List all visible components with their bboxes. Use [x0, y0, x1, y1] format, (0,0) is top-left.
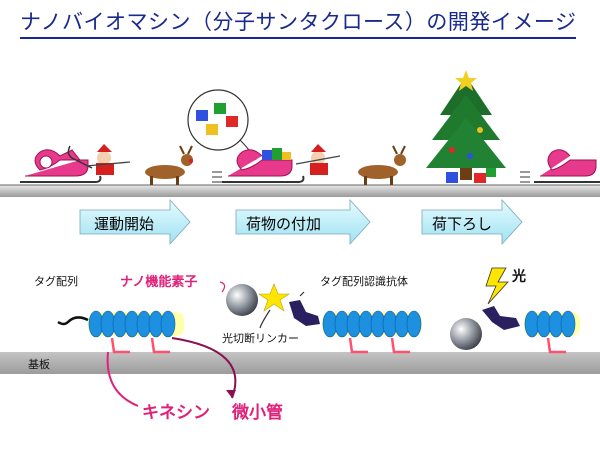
- label-antibody: タグ配列認識抗体: [320, 275, 408, 288]
- stage-arrow-1: [79, 198, 191, 246]
- stage-arrow-3: [421, 198, 523, 246]
- stage-label-load: 荷物の付加: [246, 215, 322, 233]
- christmas-tree-icon: [426, 70, 506, 183]
- antibody-2: [482, 306, 520, 330]
- label-linker: 光切断リンカー: [222, 332, 299, 345]
- kinesin-3: [546, 337, 566, 354]
- reindeer-icon-2: [358, 145, 406, 185]
- stage-label-unload: 荷下ろし: [432, 215, 493, 233]
- stage-arrow-2: [235, 198, 371, 246]
- kinesin-2: [348, 337, 410, 354]
- label-kinesin: キネシン: [142, 403, 210, 423]
- santa-icon: [67, 144, 131, 175]
- label-pointers: [106, 281, 305, 407]
- label-microtubule: 微小管: [232, 403, 283, 423]
- empty-sleigh-icon: [520, 149, 600, 183]
- label-substrate: 基板: [28, 358, 50, 371]
- released-ball: [450, 318, 482, 350]
- lightning-icon: [485, 267, 509, 305]
- label-nano-element: ナノ機能素子: [120, 275, 198, 290]
- snow-ground: [0, 184, 600, 197]
- substrate: [0, 352, 600, 374]
- kinesin-1: [110, 337, 170, 354]
- sleigh-icon: [20, 149, 102, 183]
- gift-bubble: [187, 89, 257, 161]
- label-tag-sequence: タグ配列: [34, 275, 78, 288]
- label-light: 光: [512, 269, 526, 285]
- microtubule-2: [322, 310, 422, 338]
- antibody: [289, 300, 320, 326]
- page-title: ナノバイオマシン（分子サンタクロース）の開発イメージ: [20, 6, 577, 39]
- photo-linker-star-icon: [258, 283, 290, 312]
- microtubule-1: [57, 310, 184, 338]
- microtubule-3: [524, 310, 580, 338]
- loaded-sleigh-icon: [212, 148, 305, 183]
- stage-label-start: 運動開始: [94, 215, 155, 233]
- reindeer-icon: [145, 145, 193, 185]
- santa-icon-2: [295, 144, 341, 175]
- nano-element-ball: [226, 284, 258, 316]
